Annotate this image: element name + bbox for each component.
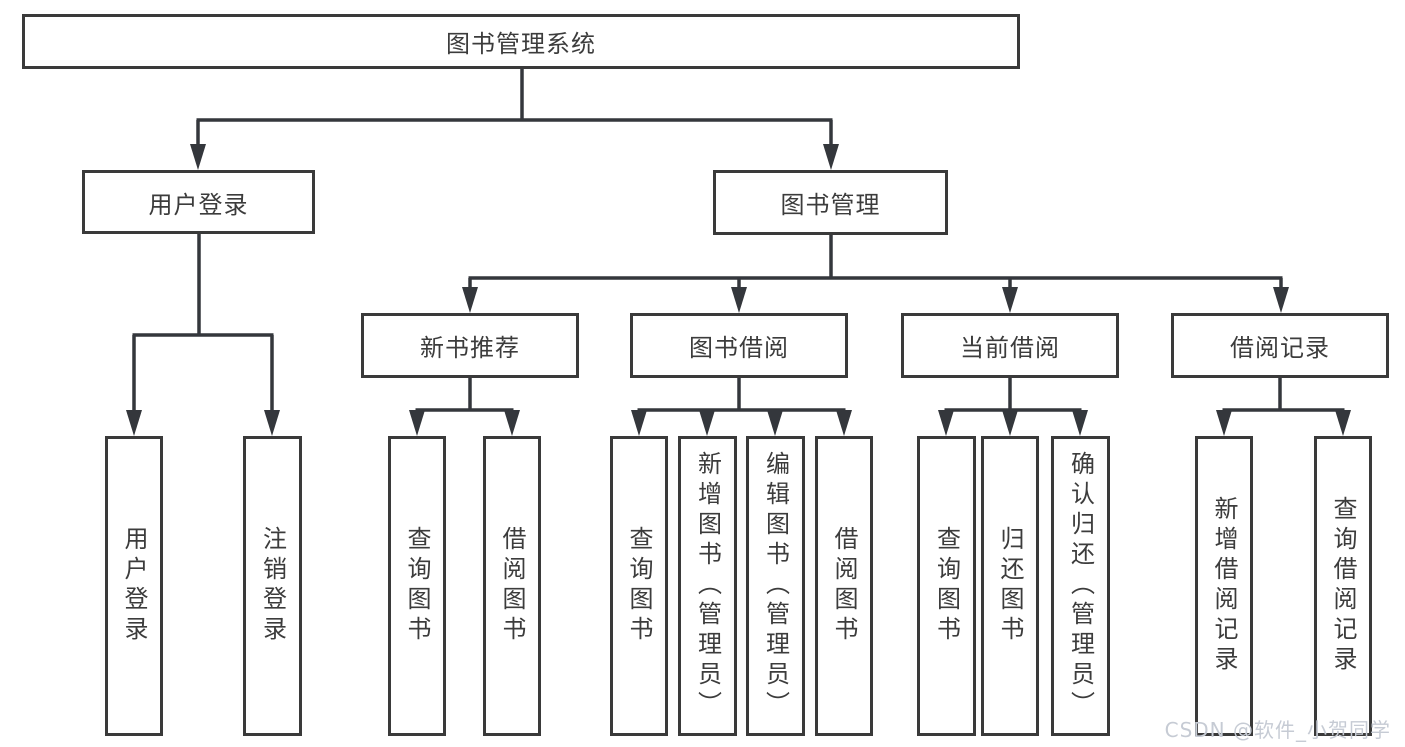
leaf-add-books-admin: 新增图书（管理员） [678, 436, 737, 736]
node-label: 查询图书 [403, 526, 431, 646]
node-label: 新增图书（管理员） [693, 451, 722, 721]
node-user-login: 用户登录 [82, 170, 315, 234]
node-label: 注销登录 [258, 526, 287, 646]
leaf-query-books-recommend: 查询图书 [388, 436, 446, 736]
watermark: CSDN @软件_小贺同学 [1164, 718, 1391, 742]
node-label: 新增借阅记录 [1210, 496, 1238, 676]
leaf-query-books-borrowing: 查询图书 [610, 436, 668, 736]
leaf-confirm-return-admin: 确认归还（管理员） [1051, 436, 1110, 736]
node-book-management: 图书管理 [713, 170, 948, 235]
leaf-query-books-current: 查询图书 [917, 436, 976, 736]
node-label: 图书管理系统 [446, 30, 596, 58]
node-label: 用户登录 [120, 526, 148, 646]
node-label: 借阅记录 [1230, 334, 1330, 362]
node-label: 新书推荐 [420, 334, 520, 362]
leaf-add-borrow-record: 新增借阅记录 [1195, 436, 1253, 736]
node-label: 借阅图书 [498, 526, 526, 646]
leaf-query-borrow-record: 查询借阅记录 [1314, 436, 1372, 736]
node-book-borrowing: 图书借阅 [630, 313, 848, 378]
node-borrowing-records: 借阅记录 [1171, 313, 1389, 378]
node-label: 查询借阅记录 [1329, 496, 1357, 676]
node-current-borrowing: 当前借阅 [901, 313, 1119, 378]
leaf-return-books: 归还图书 [981, 436, 1039, 736]
leaf-borrow-books-borrowing: 借阅图书 [815, 436, 873, 736]
node-label: 确认归还（管理员） [1066, 451, 1095, 721]
node-label: 归还图书 [996, 526, 1024, 646]
node-label: 图书借阅 [689, 334, 789, 362]
leaf-user-login: 用户登录 [105, 436, 163, 736]
node-label: 当前借阅 [960, 334, 1060, 362]
node-label: 用户登录 [148, 190, 249, 219]
node-label: 图书管理 [780, 191, 881, 219]
node-label: 借阅图书 [830, 526, 858, 646]
node-label: 查询图书 [625, 526, 653, 646]
leaf-borrow-books-recommend: 借阅图书 [483, 436, 541, 736]
node-library-management-system: 图书管理系统 [22, 14, 1020, 69]
node-label: 编辑图书（管理员） [761, 451, 790, 721]
node-new-book-recommendation: 新书推荐 [361, 313, 579, 378]
node-label: 查询图书 [932, 526, 961, 646]
leaf-edit-books-admin: 编辑图书（管理员） [746, 436, 805, 736]
leaf-logout-login: 注销登录 [243, 436, 302, 736]
